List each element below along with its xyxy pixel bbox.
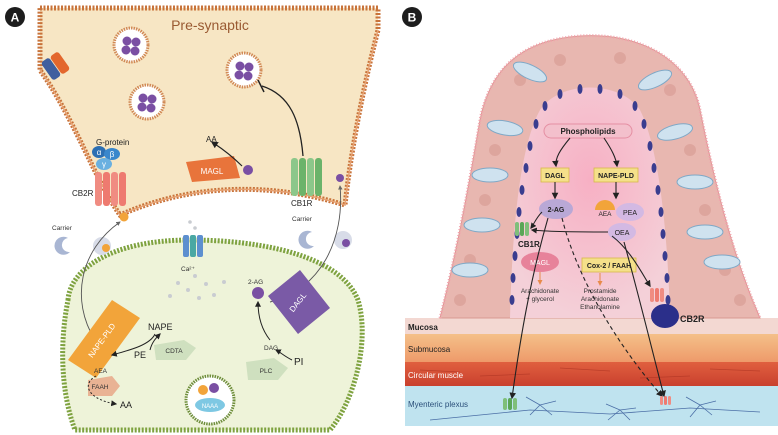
naaa-lysosome: NAAA bbox=[184, 374, 236, 426]
circular-muscle-band bbox=[405, 362, 778, 386]
2ag-b-label: 2-AG bbox=[548, 207, 565, 214]
layer-circular-muscle: Circular muscle bbox=[408, 371, 464, 380]
oea-label: OEA bbox=[615, 230, 630, 237]
panel-a-badge bbox=[5, 7, 25, 27]
synaptic-vesicle bbox=[225, 51, 263, 89]
g-protein-label: G-protein bbox=[96, 138, 129, 147]
myenteric-plexus-band bbox=[405, 386, 778, 426]
magl-label: MAGL bbox=[201, 167, 224, 176]
ion-channel-icon bbox=[41, 52, 70, 80]
2ag-label: 2-AG bbox=[248, 279, 263, 286]
cb1r-inhibition-arrow bbox=[261, 85, 304, 157]
aa-bottom-label: AA bbox=[120, 400, 132, 410]
2ag-b-node bbox=[539, 199, 573, 219]
aea-label: AEA bbox=[94, 368, 108, 375]
myenteric-cb1r bbox=[503, 398, 517, 410]
carrier-left: Carrier bbox=[52, 225, 111, 255]
panel-b-badge bbox=[402, 7, 422, 27]
neuron-network bbox=[429, 396, 761, 421]
calcium-ions bbox=[168, 274, 226, 300]
aea-b-label: AEA bbox=[598, 211, 612, 218]
2ag-molecule bbox=[336, 174, 344, 182]
calcium-channel bbox=[183, 235, 203, 257]
mucosa-band bbox=[405, 318, 778, 334]
magl-arrow bbox=[210, 141, 243, 167]
cb2r-b-label: CB2R bbox=[680, 314, 705, 324]
layer-myenteric-plexus: Myenteric plexus bbox=[408, 400, 468, 409]
aa-top-label: AA bbox=[206, 135, 217, 144]
g-alpha: α bbox=[97, 148, 102, 157]
panel-a: A Pre-synaptic G-protein bbox=[5, 5, 381, 433]
panel-b: B Mucosa Submucosa Circular muscle Myent… bbox=[402, 7, 778, 426]
presynaptic-terminal bbox=[37, 5, 381, 219]
nape-label: NAPE bbox=[148, 322, 173, 332]
2ag-molecule bbox=[252, 287, 264, 299]
panel-b-badge-label: B bbox=[408, 11, 417, 25]
arachidonate-line2: + glycerol bbox=[526, 296, 555, 303]
g-beta: β bbox=[110, 150, 115, 159]
aea-b-node bbox=[595, 200, 615, 210]
magl-b-node bbox=[521, 252, 559, 272]
pea-label: PEA bbox=[623, 210, 637, 217]
presynaptic-label: Pre-synaptic bbox=[171, 17, 249, 33]
products-line2: Arachidonate bbox=[581, 296, 620, 303]
phospholipids-box bbox=[543, 123, 633, 139]
magl-b-label: MAGL bbox=[530, 260, 550, 267]
aea-retrograde-arrow bbox=[80, 221, 121, 341]
nape-pld-enzyme bbox=[68, 300, 140, 378]
synaptic-vesicle bbox=[128, 83, 166, 121]
nape-pld-b-label: NAPE-PLD bbox=[598, 173, 634, 180]
svg-text:Carrier: Carrier bbox=[52, 225, 73, 232]
phospholipids-label: Phospholipids bbox=[560, 127, 616, 136]
cb2r-receptor bbox=[95, 172, 126, 206]
cox2-faah-box bbox=[581, 257, 637, 273]
faah-label: FAAH bbox=[92, 384, 109, 391]
arachidonate-line1: Arachidonate bbox=[521, 288, 560, 295]
lumen-nuclei bbox=[509, 84, 671, 305]
calcium-label: Ca²⁺ bbox=[181, 266, 195, 273]
cb2r-immune-cell bbox=[650, 288, 679, 328]
crypt-cells bbox=[451, 61, 741, 278]
aea-molecule bbox=[98, 348, 110, 360]
cb2r-label: CB2R bbox=[72, 189, 94, 198]
g-gamma: γ bbox=[102, 160, 106, 169]
panel-a-badge-label: A bbox=[11, 11, 20, 25]
pe-label: PE bbox=[134, 350, 146, 360]
products-line1: Prostamide bbox=[584, 288, 617, 295]
2ag-molecule bbox=[243, 165, 253, 175]
pea-node bbox=[616, 203, 644, 221]
submucosa-band bbox=[405, 334, 778, 362]
aea-molecule bbox=[119, 212, 129, 222]
faah-enzyme bbox=[88, 376, 120, 396]
cb1r-receptor bbox=[291, 158, 322, 196]
synaptic-vesicle bbox=[112, 26, 150, 64]
layer-mucosa: Mucosa bbox=[408, 323, 438, 332]
svg-text:NAAA: NAAA bbox=[202, 404, 218, 410]
cb1r-b-label: CB1R bbox=[518, 240, 540, 249]
oea-node bbox=[608, 223, 636, 241]
cdta-enzyme bbox=[154, 340, 196, 360]
svg-text:Carrier: Carrier bbox=[292, 216, 313, 223]
plc-enzyme bbox=[246, 358, 288, 380]
myenteric-cb2r bbox=[660, 396, 671, 405]
layer-submucosa: Submucosa bbox=[408, 345, 451, 354]
cox2-faah-label: Cox-2 / FAAH bbox=[587, 263, 631, 270]
dag-label: DAG bbox=[264, 345, 278, 352]
cb1r-label: CB1R bbox=[291, 199, 313, 208]
cb1r-b-receptor bbox=[515, 222, 529, 236]
magl-enzyme bbox=[186, 156, 240, 182]
pi-label: PI bbox=[294, 357, 303, 368]
products-line3: Ethanolamine bbox=[580, 304, 620, 311]
cdta-label: CDTA bbox=[165, 348, 183, 355]
plc-label: PLC bbox=[260, 368, 273, 375]
carrier-right: Carrier bbox=[292, 216, 352, 249]
dagl-b-label: DAGL bbox=[545, 173, 566, 180]
dagl-enzyme bbox=[268, 270, 330, 334]
